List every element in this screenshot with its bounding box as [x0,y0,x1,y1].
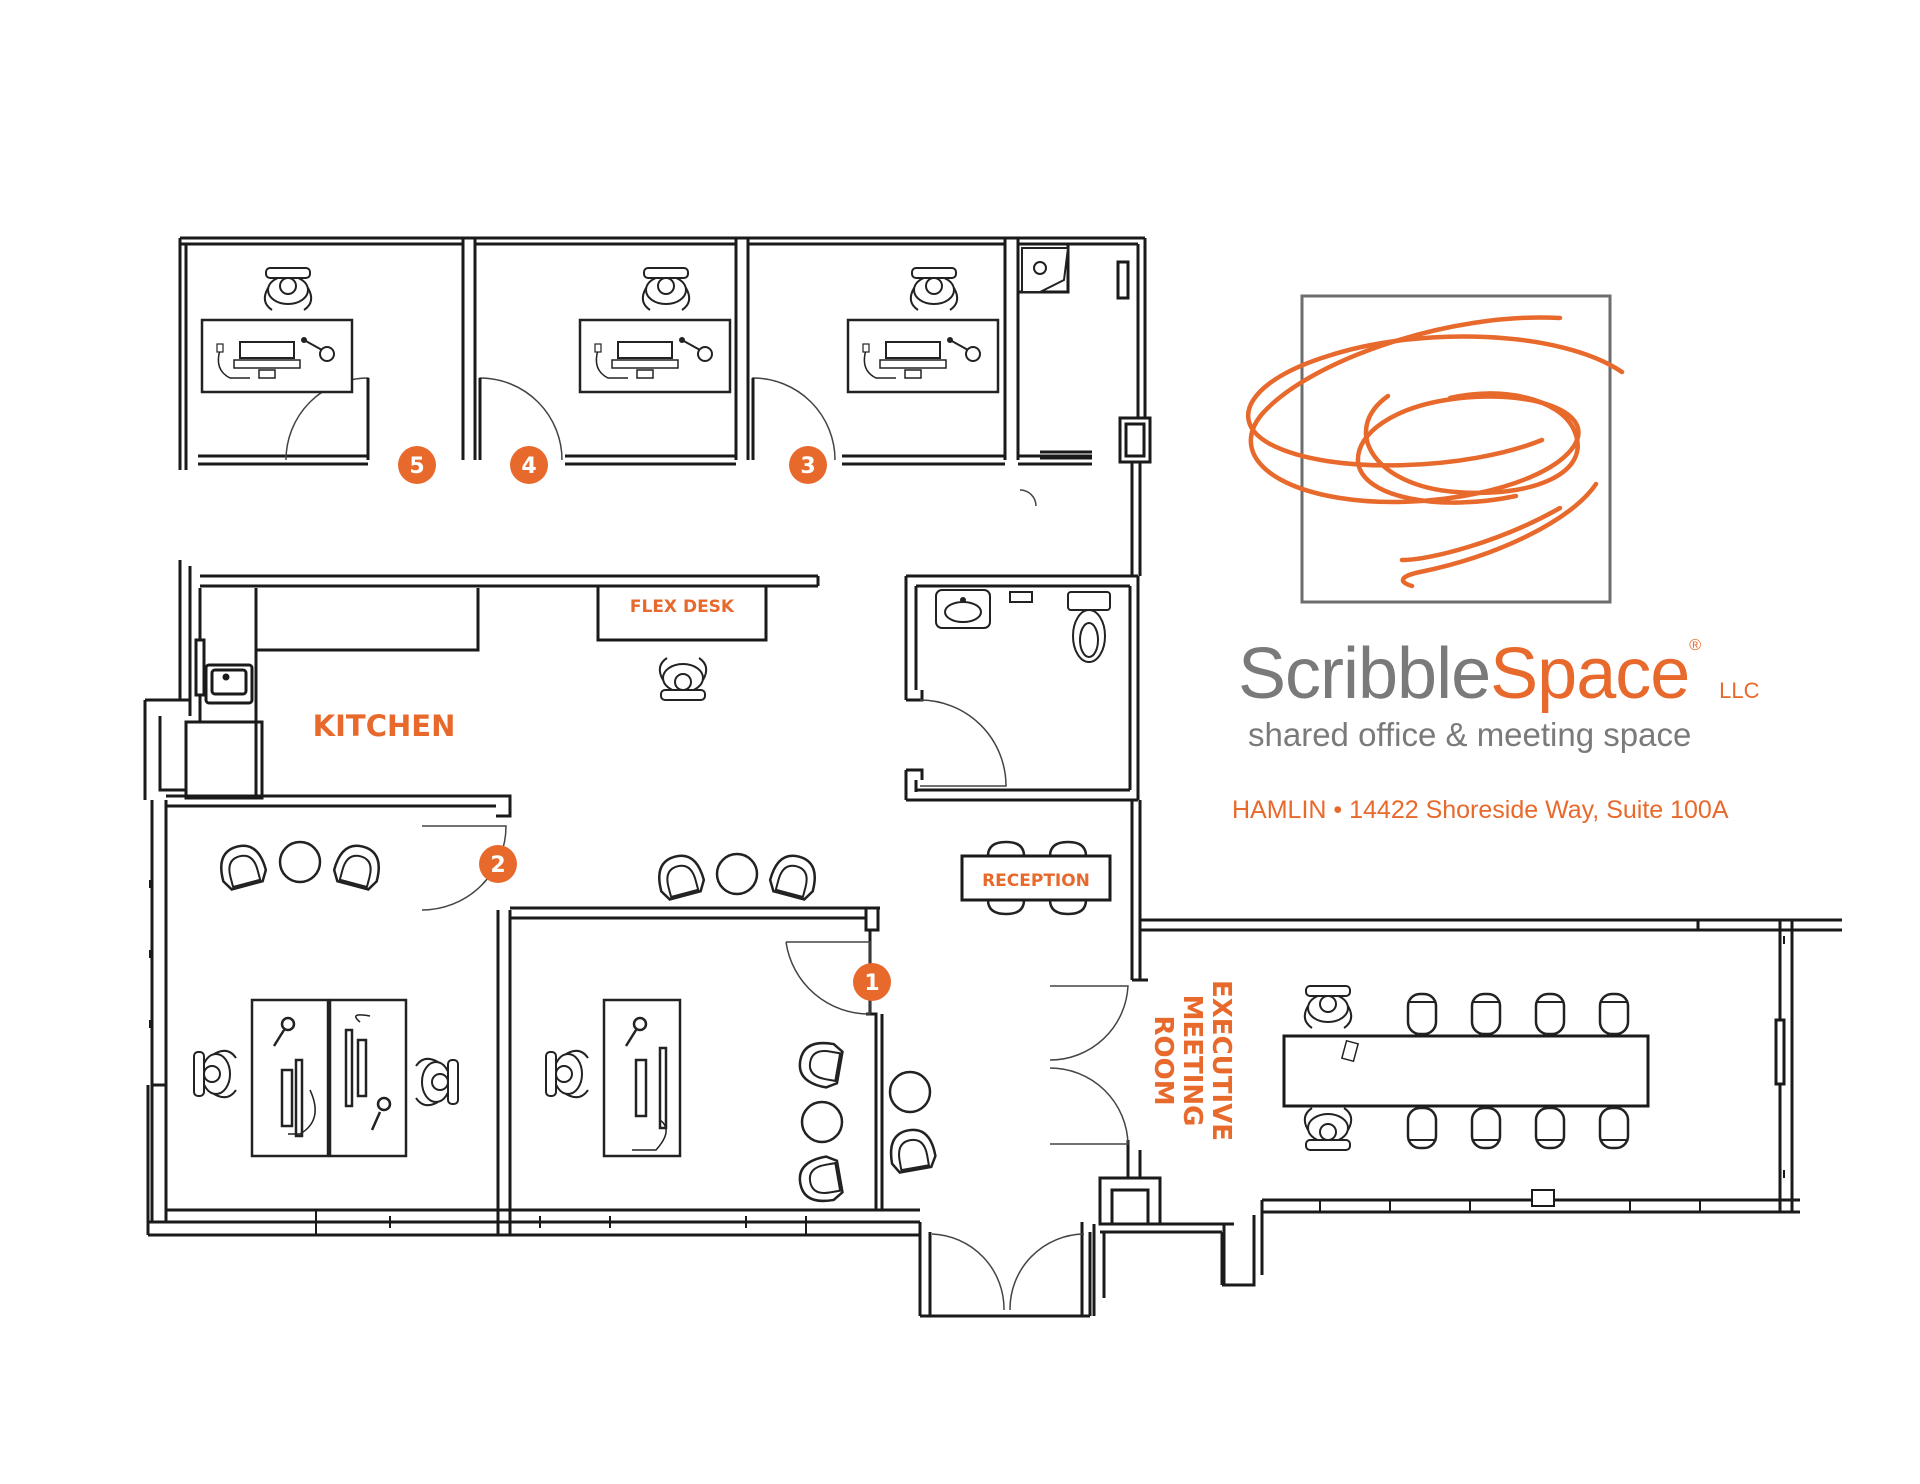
address-line: HAMLIN • 14422 Shoreside Way, Suite 100A [1232,796,1729,824]
office-1-furniture [602,998,682,1158]
conference-table-icon [1282,985,1650,1151]
registered-mark: ® [1689,637,1701,654]
office-marker-5: 5 [398,446,436,484]
shower-icon [1021,247,1070,293]
reception-label: RECEPTION [982,871,1090,891]
flex-desk-person [658,657,708,701]
kitchen-label: KITCHEN [313,709,456,743]
reception-desk [960,854,1112,902]
svg-text:5: 5 [409,454,424,479]
office-2-furniture [250,998,408,1158]
window-marks [149,880,1785,1235]
brand-tagline: shared office & meeting space [1248,716,1692,753]
brand-suffix: LLC [1719,678,1760,703]
brand-wordmark: ScribbleSpace® LLC [1238,637,1760,711]
brand-name-part2: Space [1490,634,1690,714]
exec-label-line-2: MEETING [1177,994,1207,1127]
lounge-seating-kitchen [214,839,386,893]
svg-text:4: 4 [521,454,536,479]
office-1-lounge [795,1037,939,1207]
exec-label-line-3: ROOM [1148,1015,1178,1106]
sink-icon [935,589,991,629]
svg-text:2: 2 [490,853,505,878]
office-5-furniture [200,267,354,394]
office-3-furniture [846,267,1000,394]
brand-name-part1: Scribble [1238,634,1491,714]
lounge-seating-hall [652,849,822,903]
office-marker-4: 4 [510,446,548,484]
round-table-icon [278,840,322,884]
scribble-logo-icon [1245,294,1625,604]
round-table-icon [715,852,759,896]
office-marker-3: 3 [789,446,827,484]
office-marker-1: 1 [853,963,891,1001]
door-swing-icon [285,377,1129,1311]
office-marker-2: 2 [479,845,517,883]
exec-label-line-1: EXECUTIVE [1206,980,1236,1142]
toilet-icon [1009,591,1111,663]
flex-desk-label: FLEX DESK [630,597,735,617]
office-4-furniture [578,267,732,394]
svg-text:1: 1 [864,971,879,996]
svg-text:3: 3 [800,454,815,479]
reception-chairs [986,840,1088,916]
